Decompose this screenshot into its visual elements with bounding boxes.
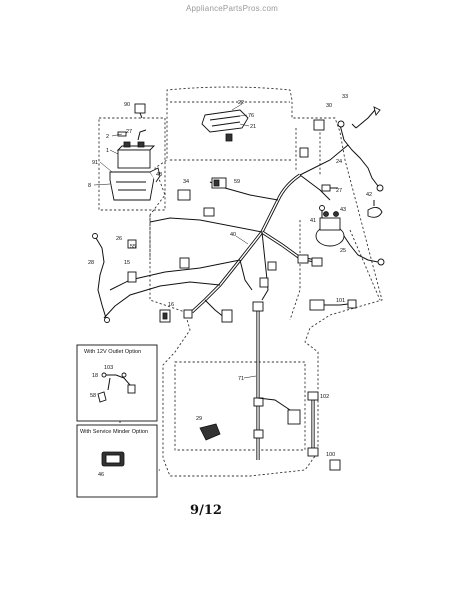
callout-21: 21 [250, 124, 256, 130]
callout-41: 41 [310, 218, 316, 224]
option-box-service-minder [76, 424, 158, 498]
callout-26: 26 [116, 236, 122, 242]
callout-29: 29 [196, 416, 202, 422]
callout-58: 58 [90, 393, 96, 399]
callout-101: 101 [336, 298, 345, 304]
callout-33: 33 [342, 94, 348, 100]
page-number: 9/12 [190, 503, 222, 518]
wire-102 [307, 391, 319, 457]
part-34 [177, 189, 191, 201]
callout-34: 34 [183, 179, 189, 185]
part-16 [159, 309, 171, 323]
callout-100: 100 [326, 452, 335, 458]
wire-28 [92, 233, 110, 323]
watermark: AppliancePartsPros.com [186, 4, 278, 13]
option-12v-title: With 12V Outlet Option [84, 349, 141, 355]
part-43-solenoid [315, 211, 345, 247]
battery-assembly [109, 129, 161, 201]
wire-25 [339, 229, 385, 266]
part-90 [134, 103, 146, 119]
callout-43: 43 [340, 207, 346, 213]
callout-102: 102 [320, 394, 329, 400]
callout-2: 2 [106, 134, 109, 140]
callout-18: 18 [92, 373, 98, 379]
part-101 [309, 299, 357, 311]
callout-8: 8 [88, 183, 91, 189]
callout-76: 76 [248, 113, 254, 119]
harness-71 [252, 301, 301, 460]
option-service-minder-title: With Service Minder Option [80, 429, 148, 435]
callout-71: 71 [238, 376, 244, 382]
callout-55: 55 [130, 244, 136, 250]
part-41-bolt [319, 205, 325, 218]
part-22-plate [201, 109, 249, 142]
part-29-plug [199, 423, 221, 441]
callout-42: 42 [366, 192, 372, 198]
harness-connectors [183, 207, 323, 323]
callout-1: 1 [106, 148, 109, 154]
part-27-connector [321, 184, 338, 192]
main-harness [103, 144, 349, 319]
callout-16: 16 [168, 302, 174, 308]
callout-103: 103 [104, 365, 113, 371]
callout-90: 90 [124, 102, 130, 108]
callout-40: 40 [230, 232, 236, 238]
callout-labels: 90 22 76 21 30 33 2 27 1 91 8 48 24 34 5… [80, 94, 372, 478]
callout-48: 48 [156, 172, 162, 178]
callout-24: 24 [336, 159, 342, 165]
leader-lines [93, 103, 257, 379]
callout-59: 59 [234, 179, 240, 185]
callout-30: 30 [326, 103, 332, 109]
part-26 [127, 239, 137, 249]
callout-25: 25 [340, 248, 346, 254]
part-15 [179, 257, 190, 269]
part-42 [367, 200, 383, 218]
option-box-12v-outlet [76, 344, 158, 422]
wire-24 [337, 106, 384, 192]
callout-15: 15 [124, 260, 130, 266]
callout-27a: 27 [126, 129, 132, 135]
part-100 [329, 459, 341, 471]
callout-46: 46 [98, 472, 104, 478]
part-59 [211, 177, 227, 189]
callout-28: 28 [88, 260, 94, 266]
callout-27b: 27 [336, 188, 342, 194]
callout-91: 91 [92, 160, 98, 166]
callout-22: 22 [238, 100, 244, 106]
part-30-switch [299, 119, 325, 158]
part-55-relay [127, 271, 137, 283]
